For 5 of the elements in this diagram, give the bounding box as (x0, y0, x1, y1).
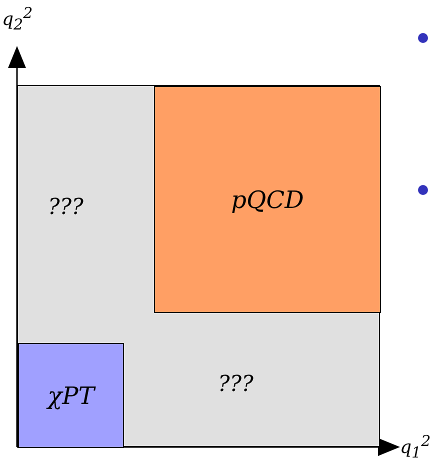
region-area (17, 85, 380, 447)
region-label: ??? (48, 195, 84, 220)
region-box: χPT (18, 343, 124, 448)
region-label: ??? (218, 372, 254, 397)
region-box: pQCD (154, 86, 381, 313)
